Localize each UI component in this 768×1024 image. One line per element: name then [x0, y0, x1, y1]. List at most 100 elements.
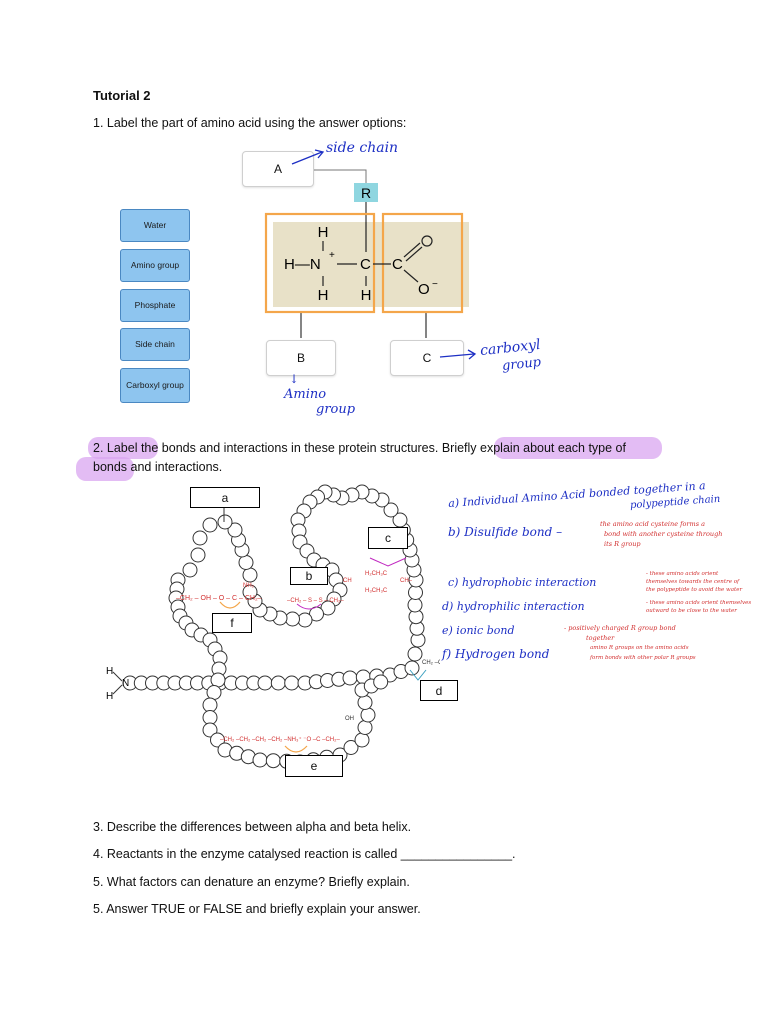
question-3-text: 3. Describe the differences between alph… [93, 820, 412, 834]
option-side-chain: Side chain [120, 328, 190, 361]
question-5-text: 5. What factors can denature an enzyme? … [93, 875, 410, 889]
highlight-mark [88, 437, 158, 459]
bond-box-d[interactable]: d [420, 680, 458, 701]
answer-c-note-3: the polypeptide to avoid the water [646, 587, 743, 593]
annotation-amino-1: Amino [284, 387, 327, 402]
amino-acid-bead [210, 732, 225, 748]
annotation-carboxyl-2: group [501, 354, 542, 375]
highlight-mark [76, 457, 134, 481]
amino-acid-bead [342, 670, 358, 686]
amino-acid-bead [238, 555, 254, 570]
svg-text:H: H [361, 287, 372, 304]
amino-acid-bead [227, 522, 243, 538]
answer-a-cont: polypeptide chain [629, 493, 721, 512]
answer-f: f) Hydrogen bond [442, 647, 550, 661]
amino-acid-bead [404, 660, 420, 676]
amino-acid-bead [360, 707, 376, 723]
svg-text:−: − [432, 279, 438, 290]
svg-text:C: C [392, 256, 403, 273]
label-box-c[interactable]: C [390, 340, 464, 376]
bond-box-e[interactable]: e [285, 755, 343, 777]
question-5b-text: 5. Answer TRUE or FALSE and briefly expl… [93, 902, 421, 916]
amino-acid-diagram: R H H—N + C C O − H H [264, 169, 469, 338]
amino-acid-bead [252, 752, 268, 768]
arrow-to-side-chain [291, 149, 325, 165]
answer-e-note-1: - positively charged R group bond [564, 624, 676, 632]
svg-text:H₃CH₃C: H₃CH₃C [365, 588, 388, 594]
amino-acid-bead [182, 562, 198, 578]
answer-d-note-1: - these amino acids orient themselves [646, 600, 752, 606]
answer-b-note-2: bond with another cysteine through [604, 530, 723, 538]
bond-box-a[interactable]: a [190, 487, 260, 508]
svg-text:OH: OH [345, 716, 354, 722]
amino-acid-bead [210, 672, 226, 688]
answer-c-note-2: themselves towards the centre of [646, 579, 740, 585]
svg-text:+: + [329, 250, 335, 261]
question-1-text: 1. Label the part of amino acid using th… [93, 116, 407, 130]
svg-text:H₂CH₃C: H₂CH₃C [365, 571, 388, 577]
svg-text:–CH₂ – OH – O – C – CH₂–: –CH₂ – OH – O – C – CH₂– [176, 595, 262, 602]
svg-text:–CH₂ –CH₂ –CH₂ –CH₂ –NH₃⁺ ⁻O –: –CH₂ –CH₂ –CH₂ –CH₂ –NH₃⁺ ⁻O –C –CH₂– [220, 736, 340, 743]
amino-acid-bead [192, 530, 208, 546]
answer-e: e) ionic bond [442, 624, 515, 637]
page-title: Tutorial 2 [93, 88, 151, 103]
answer-d-note-2: outward to be close to the water [646, 608, 737, 614]
answer-f-note-2: form bonds with other polar R groups [590, 655, 696, 661]
bond-box-f[interactable]: f [212, 613, 252, 633]
amino-acid-bead [357, 695, 373, 710]
amino-acid-bead [270, 675, 286, 691]
amino-acid-bead [407, 597, 423, 613]
answer-c-note-1: - these amino acids orient [646, 571, 719, 577]
answer-f-note-1: amino R groups on the amino acids [590, 645, 689, 651]
svg-text:–CH₂ – S – S – CH₂–: –CH₂ – S – S – CH₂– [287, 598, 344, 604]
answer-b-note-3: its R group [604, 540, 641, 548]
amino-acid-bead [257, 675, 273, 691]
amino-acid-bead [242, 584, 258, 600]
label-box-a[interactable]: A [242, 151, 314, 187]
arrow-to-carboxyl [439, 349, 477, 360]
highlight-mark [494, 437, 662, 459]
amino-acid-bead [357, 720, 373, 735]
question-4-text: 4. Reactants in the enzyme catalysed rea… [93, 847, 516, 861]
bond-box-c[interactable]: c [368, 527, 408, 549]
amino-acid-bead [217, 514, 233, 530]
amino-acid-bead [206, 685, 222, 700]
amino-acid-bead [284, 675, 300, 691]
protein-structure-diagram: H N H –CH₂ – OH – O – C – CH₂– NH₂ –CH₂ … [106, 484, 440, 770]
svg-text:H: H [106, 666, 113, 677]
amino-acid-bead [297, 612, 313, 628]
option-carboxyl-group: Carboxyl group [120, 368, 190, 403]
svg-text:H—N: H—N [284, 256, 321, 273]
amino-acid-bead [407, 646, 423, 662]
answer-b-note-1: the amino acid cysteine forms a [600, 520, 705, 528]
answer-e-note-2: together [586, 634, 615, 642]
option-water: Water [120, 209, 190, 242]
amino-acid-bead [373, 674, 389, 690]
r-group-label: R [361, 185, 371, 201]
svg-text:CH: CH [343, 578, 352, 584]
svg-text:CH₂ –OH: CH₂ –OH [422, 660, 440, 666]
amino-acid-bead [202, 710, 218, 725]
svg-text:O: O [418, 281, 430, 298]
option-amino-group: Amino group [120, 249, 190, 282]
bond-box-b[interactable]: b [290, 567, 328, 585]
question-2-text-cont: bonds and interactions. [93, 460, 223, 474]
amino-acid-bead [242, 567, 258, 583]
amino-acid-bead [343, 740, 359, 755]
label-box-b[interactable]: B [266, 340, 336, 376]
amino-acid-bead [202, 517, 218, 533]
svg-text:H: H [318, 287, 329, 304]
amino-acid-bead [354, 732, 370, 748]
answer-c: c) hydrophobic interaction [448, 576, 597, 589]
option-phosphate: Phosphate [120, 289, 190, 322]
annotation-amino-2: group [316, 402, 356, 417]
svg-text:CH–: CH– [400, 578, 413, 584]
answer-b: b) Disulfide bond – [448, 525, 563, 539]
amino-acid-bead [285, 611, 300, 627]
amino-acid-bead [408, 585, 423, 600]
arrow-down-b: ↓ [289, 372, 300, 386]
amino-acid-bead [383, 502, 399, 518]
amino-acid-bead [202, 722, 218, 738]
answer-d: d) hydrophilic interaction [442, 600, 585, 613]
svg-text:N: N [122, 678, 129, 689]
